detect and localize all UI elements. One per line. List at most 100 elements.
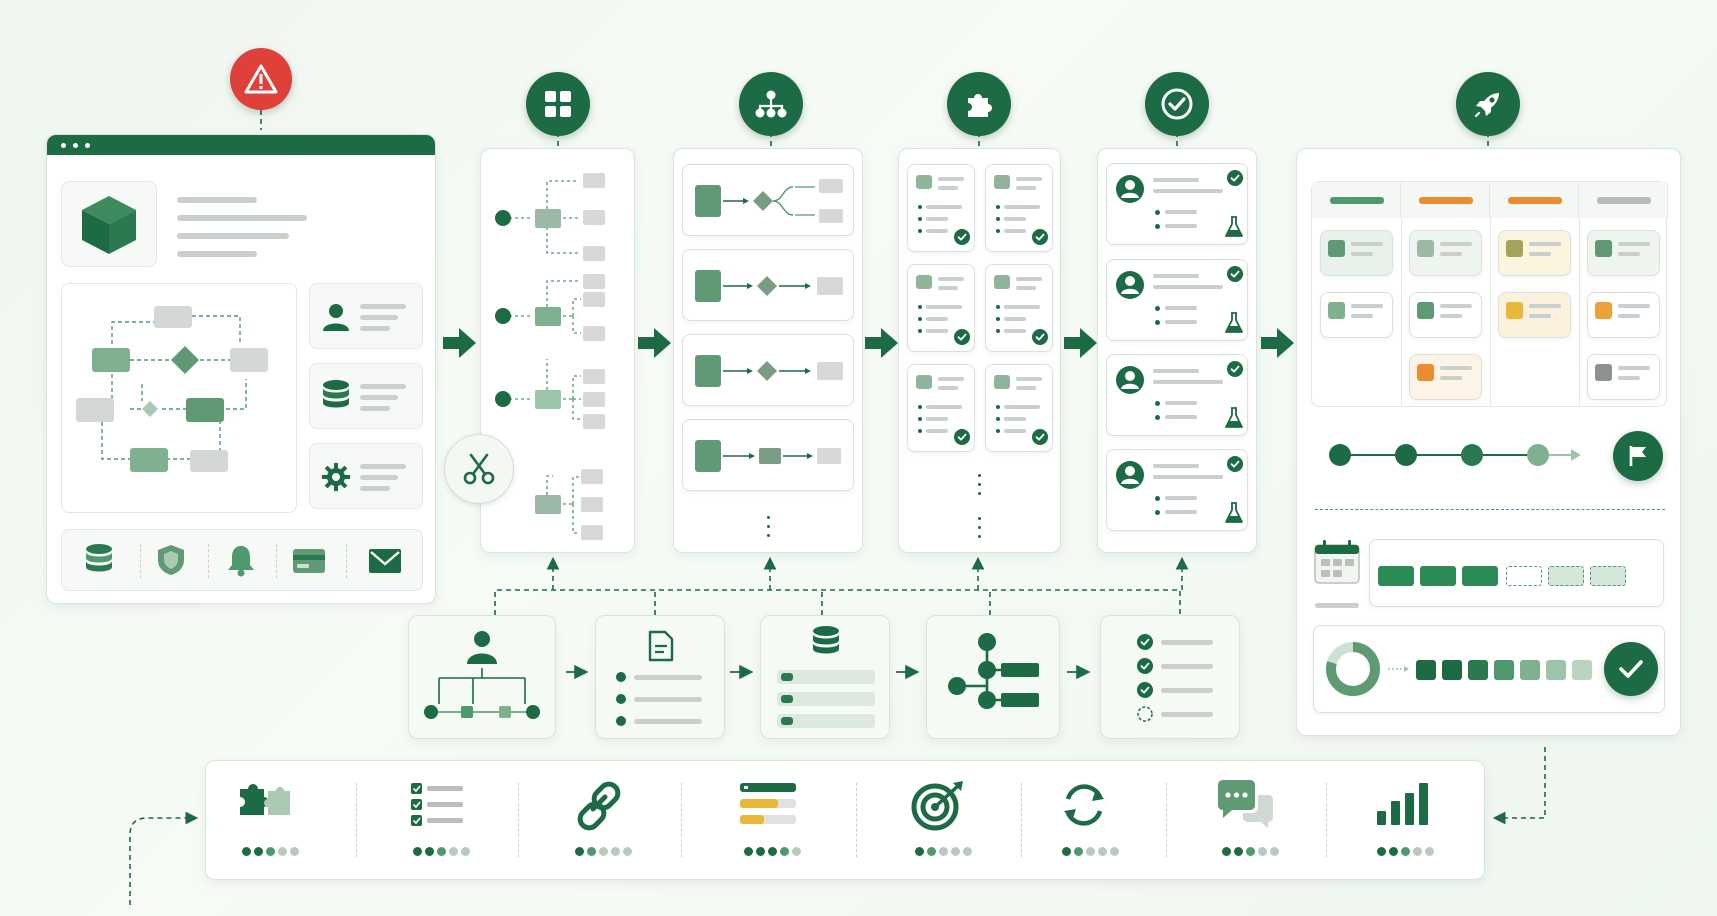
module-card[interactable] (985, 364, 1053, 452)
test-card[interactable] (1106, 354, 1248, 436)
kanban-card[interactable] (1587, 292, 1660, 338)
kanban-card[interactable] (1587, 354, 1660, 400)
cube-icon (82, 196, 136, 254)
document-step-card[interactable] (595, 615, 725, 739)
donut-chart (1326, 642, 1380, 696)
checklist-step-card[interactable] (1100, 615, 1240, 739)
kanban-card[interactable] (1498, 230, 1571, 276)
flow-card[interactable] (682, 419, 854, 491)
test-card[interactable] (1106, 449, 1248, 531)
schedule-block[interactable] (1420, 566, 1456, 586)
window-dot[interactable] (61, 143, 66, 148)
kanban-card[interactable] (1409, 230, 1482, 276)
module-card[interactable] (985, 264, 1053, 352)
schedule-block[interactable] (1548, 566, 1584, 586)
kanban-card[interactable] (1587, 230, 1660, 276)
text-line (1529, 252, 1551, 256)
flow-card[interactable] (682, 164, 854, 236)
schedule-block[interactable] (1462, 566, 1498, 586)
flow-card[interactable] (682, 334, 854, 406)
progress-dot (290, 847, 299, 856)
hierarchy-badge[interactable] (739, 72, 803, 136)
rocket-badge[interactable] (1456, 72, 1520, 136)
row-marker (781, 673, 793, 681)
database-icon[interactable] (84, 544, 114, 578)
text-line (1161, 712, 1213, 717)
text-line (1165, 224, 1197, 228)
database-step-card[interactable] (760, 615, 890, 739)
footer-item-refresh[interactable] (1046, 771, 1126, 867)
puzzle-badge[interactable] (947, 72, 1011, 136)
settings-panel[interactable] (309, 443, 423, 509)
card-icon[interactable] (292, 547, 326, 575)
footer-item-bars[interactable] (728, 771, 808, 867)
kanban-card[interactable] (1320, 230, 1393, 276)
footer-item-puzzle[interactable] (226, 771, 306, 867)
milestone-dot[interactable] (1395, 444, 1417, 466)
column-status-bar (1419, 197, 1473, 204)
users-panel[interactable] (309, 283, 423, 349)
branch-step-card[interactable] (926, 615, 1060, 739)
grid-badge[interactable] (526, 72, 590, 136)
schedule-block[interactable] (1378, 566, 1414, 586)
database-panel[interactable] (309, 363, 423, 429)
org-step-card[interactable] (408, 615, 556, 739)
schedule-block[interactable] (1506, 566, 1542, 586)
progress-dot (1413, 847, 1422, 856)
check-icon (1227, 266, 1243, 282)
test-card[interactable] (1106, 259, 1248, 341)
warning-badge[interactable] (230, 48, 292, 110)
progress-dot (278, 847, 287, 856)
text-line (1004, 329, 1026, 333)
text-line (1529, 314, 1551, 318)
text-line (1004, 229, 1026, 233)
milestone-dot[interactable] (1527, 444, 1549, 466)
text-line (1153, 464, 1199, 468)
kanban-card[interactable] (1409, 292, 1482, 338)
test-card[interactable] (1106, 163, 1248, 245)
text-line (1618, 252, 1640, 256)
schedule-block[interactable] (1590, 566, 1626, 586)
split-button[interactable] (444, 434, 514, 504)
module-card[interactable] (985, 164, 1053, 252)
footer-item-chart[interactable] (1361, 771, 1441, 867)
window-dot[interactable] (73, 143, 78, 148)
target-icon (911, 781, 963, 831)
module-thumb (916, 175, 932, 189)
window-dot[interactable] (85, 143, 90, 148)
bullet-dot (918, 217, 922, 221)
bell-icon[interactable] (226, 543, 256, 577)
complete-check-button[interactable] (1604, 642, 1658, 696)
footer-item-checklist[interactable] (397, 771, 477, 867)
kanban-card[interactable] (1409, 354, 1482, 400)
milestone-dot[interactable] (1461, 444, 1483, 466)
module-card[interactable] (907, 164, 975, 252)
module-card[interactable] (907, 264, 975, 352)
kanban-card[interactable] (1498, 292, 1571, 338)
text-line (1153, 369, 1199, 373)
milestone-flag-button[interactable] (1613, 431, 1663, 481)
text-line (1351, 314, 1373, 318)
footer-item-target[interactable] (899, 771, 979, 867)
check-circle-icon (1161, 88, 1193, 120)
progress-dot (1222, 847, 1231, 856)
calendar-icon[interactable] (1313, 539, 1361, 587)
shield-icon[interactable] (156, 543, 186, 577)
text-line (1351, 252, 1373, 256)
text-line (1351, 242, 1383, 246)
module-card[interactable] (907, 364, 975, 452)
progress-dot (413, 847, 422, 856)
footer-item-link[interactable] (559, 771, 639, 867)
divider (276, 544, 278, 578)
mail-icon[interactable] (368, 547, 402, 575)
more-dot (767, 516, 770, 519)
milestone-dot[interactable] (1329, 444, 1351, 466)
kanban-card[interactable] (1320, 292, 1393, 338)
flow-diagram (695, 270, 843, 302)
flow-card[interactable] (682, 249, 854, 321)
progress-dot (587, 847, 596, 856)
check-badge[interactable] (1145, 72, 1209, 136)
progress-dot (623, 847, 632, 856)
footer-item-chat[interactable] (1206, 771, 1286, 867)
bullet-dot (918, 329, 922, 333)
